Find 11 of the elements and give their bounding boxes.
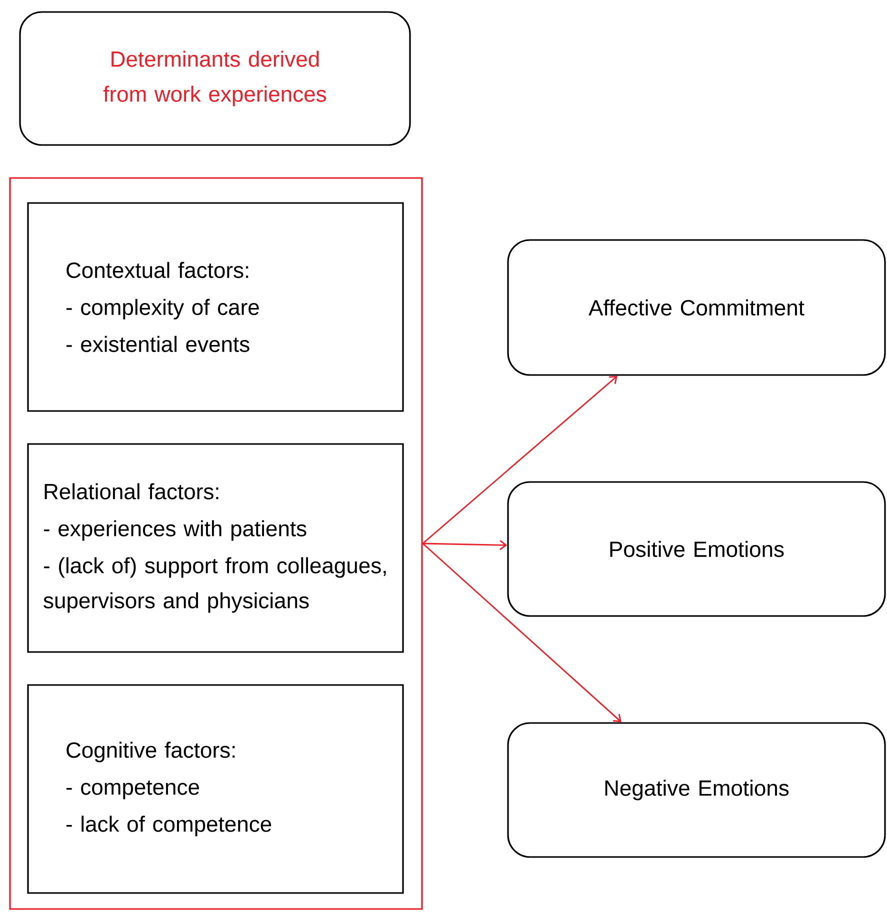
rounded-box: Positive Emotions <box>507 481 886 617</box>
arrow <box>422 540 508 550</box>
factor-box: Relational factors: - experiences with patients - (lack of) support from colleagues, supervisors and physicians <box>27 443 404 653</box>
rounded-box: Determinants derived from work experiences <box>19 11 411 146</box>
arrow <box>422 376 618 544</box>
arrow <box>422 542 622 722</box>
rounded-box: Affective Commitment <box>507 239 886 376</box>
factor-box: Contextual factors: - complexity of care - existential events <box>27 202 404 412</box>
rounded-box: Negative Emotions <box>507 722 886 858</box>
factor-box: Cognitive factors: - competence - lack of competence <box>27 684 404 894</box>
group-frame <box>9 177 423 910</box>
